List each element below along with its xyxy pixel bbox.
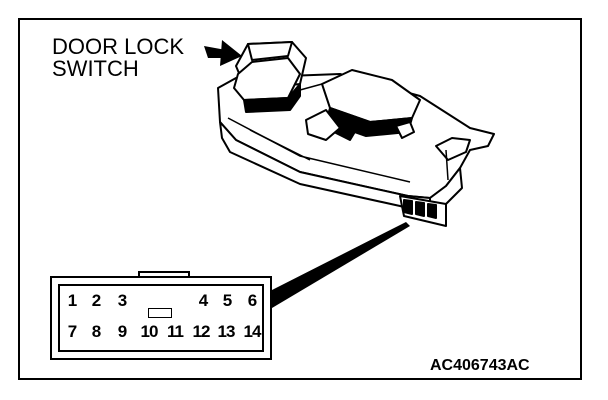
pin-13: 13	[217, 322, 236, 341]
pin-3: 3	[117, 291, 127, 310]
connector-keyway	[148, 308, 172, 318]
pin-2: 2	[91, 291, 101, 310]
pin-12: 12	[192, 322, 211, 341]
connector-latch-tab	[138, 271, 190, 278]
callout-arrow	[204, 40, 242, 66]
pin-11: 11	[167, 322, 184, 341]
pin-6: 6	[247, 291, 257, 310]
pin-14: 14	[243, 322, 262, 341]
callout-label-line2: SWITCH	[52, 56, 139, 81]
pin-7: 7	[67, 322, 77, 341]
connector-face	[50, 276, 272, 360]
connector-leader	[272, 222, 410, 308]
callout-label-line1: DOOR LOCK	[52, 34, 185, 59]
pin-8: 8	[91, 322, 101, 341]
pin-4: 4	[198, 291, 208, 310]
pin-5: 5	[222, 291, 232, 310]
figure-code: AC406743AC	[430, 357, 530, 374]
shading-lines	[227, 83, 449, 183]
connector-inner-border	[58, 284, 264, 352]
power-window-switch	[217, 41, 495, 227]
pin-1: 1	[67, 291, 77, 310]
pin-9: 9	[117, 322, 127, 341]
pin-10: 10	[140, 322, 159, 341]
